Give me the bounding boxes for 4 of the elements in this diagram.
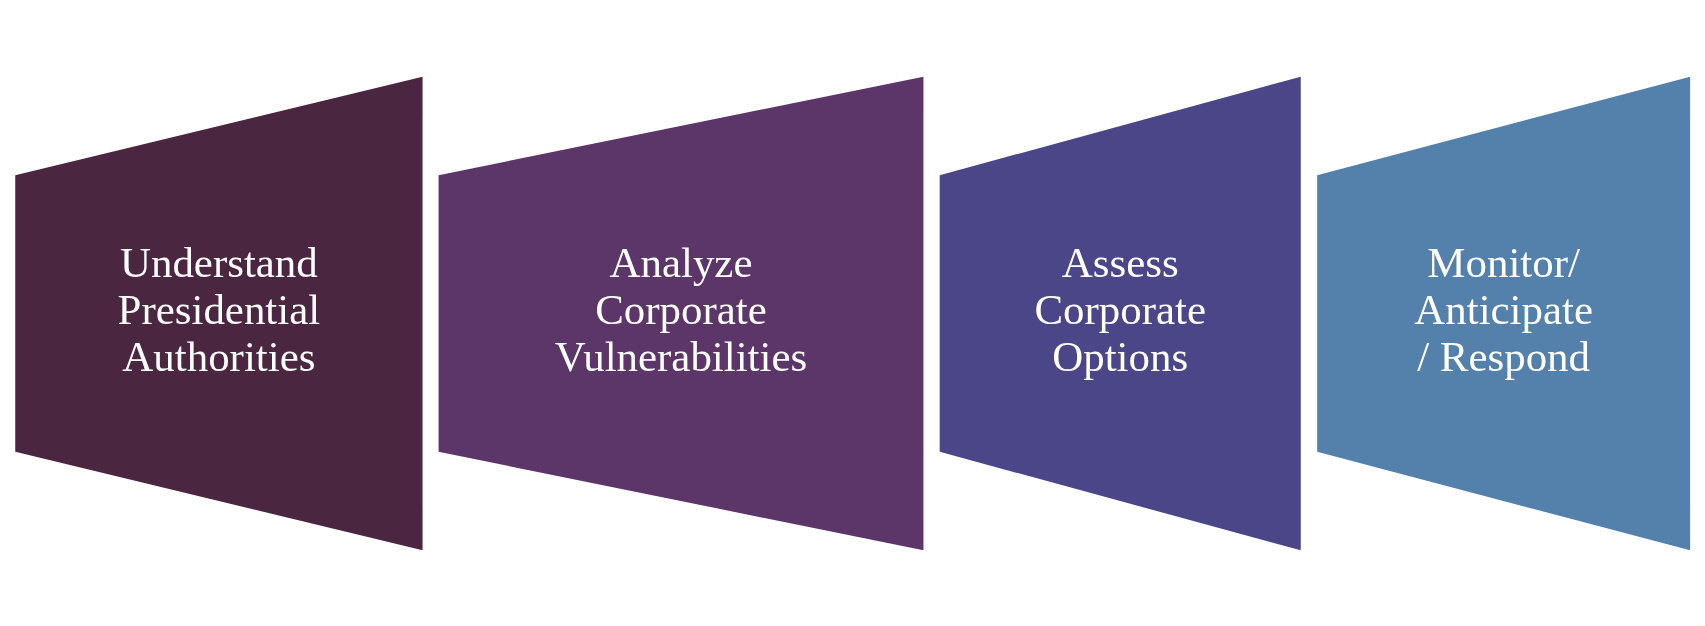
node-box: Assess Corporate Options (939, 76, 1301, 550)
node-box: Monitor/ Anticipate / Respond (1317, 76, 1691, 550)
node-box: Understand Presidential Authorities (15, 76, 423, 550)
node-box: Analyze Corporate Vulnerabilities (438, 76, 924, 550)
